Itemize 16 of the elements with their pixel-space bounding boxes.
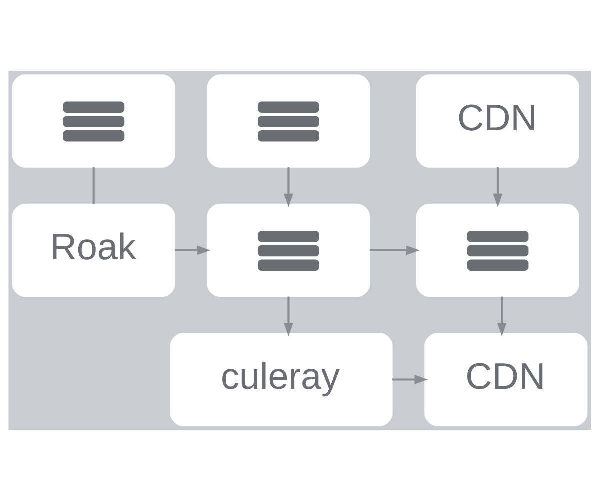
- arrow: [175, 245, 211, 255]
- node-box: CDN: [424, 332, 588, 426]
- arrow: [284, 296, 294, 336]
- connector: [92, 167, 95, 204]
- arrow: [497, 296, 507, 336]
- node-box: Roak: [12, 203, 176, 297]
- arrow: [493, 167, 503, 207]
- arrow: [370, 245, 420, 255]
- arrow: [284, 167, 294, 207]
- node-box: culeray: [170, 332, 393, 426]
- node-picture: [207, 74, 370, 168]
- node-picture: [207, 203, 370, 297]
- node-picture: [416, 203, 580, 297]
- arrow: [392, 374, 428, 384]
- node-picture: [12, 74, 176, 168]
- node-box: CDN: [416, 74, 580, 168]
